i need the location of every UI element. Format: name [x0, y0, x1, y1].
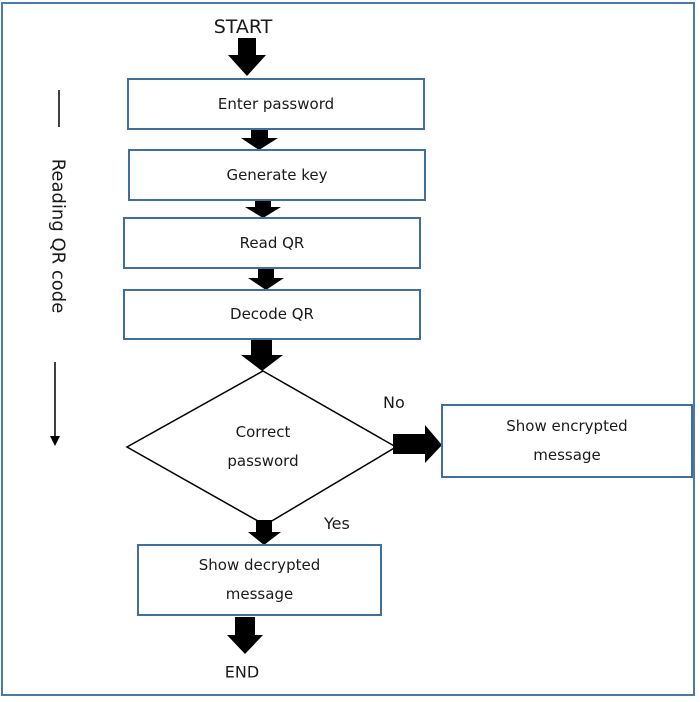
encrypted-line-1: Show encrypted [506, 417, 628, 435]
side-annotation-label: Reading QR code [47, 158, 69, 314]
arrow-yes-to-decrypted [248, 520, 281, 545]
step-label: Read QR [239, 233, 305, 252]
step-label: Decode QR [230, 305, 314, 323]
annotation-arrow-head [50, 436, 60, 446]
encrypted-line-2: message [533, 446, 601, 464]
arrow-enter-password-to-generate-key [241, 129, 278, 150]
step-label: Enter password [217, 94, 335, 113]
step-label: Generate key [226, 165, 328, 184]
step-read-qr: Read QR [123, 217, 421, 269]
step-enter-password: Enter password [127, 78, 425, 130]
step-generate-key: Generate key [128, 149, 426, 201]
arrow-no-to-encrypted [393, 425, 442, 463]
no-label: No [383, 393, 405, 412]
show-encrypted-message-box: Show encrypted message [441, 404, 693, 478]
arrow-generate-key-to-read-qr [245, 200, 281, 218]
decision-text: Correct password [227, 418, 298, 476]
step-decode-qr: Decode QR [123, 289, 421, 340]
decrypted-line-1: Show decrypted [198, 556, 321, 574]
decrypted-line-2: message [225, 585, 294, 603]
arrow-decrypted-to-end [227, 617, 263, 654]
decision-line-2: password [227, 452, 299, 470]
start-label: START [213, 16, 273, 38]
arrow-decode-qr-to-decision [241, 340, 283, 371]
yes-label: Yes [324, 514, 350, 533]
decision-line-1: Correct [235, 423, 291, 441]
arrow-read-qr-to-decode-qr [248, 268, 284, 290]
end-label: END [224, 662, 260, 682]
arrow-start-to-enter-password [228, 38, 266, 76]
show-decrypted-message-box: Show decrypted message [137, 544, 382, 616]
